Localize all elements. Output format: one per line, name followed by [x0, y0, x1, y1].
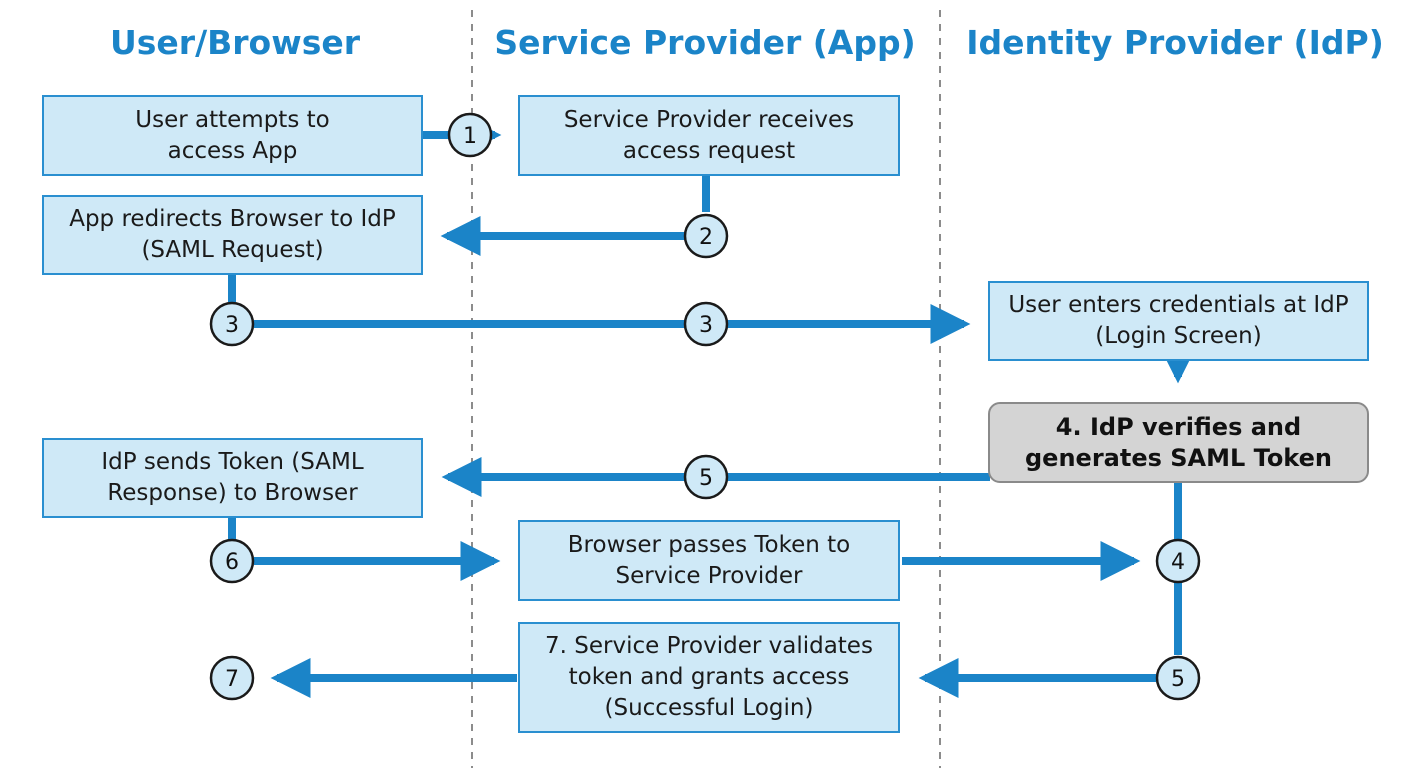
- lane-title-sp: Service Provider (App): [494, 22, 916, 62]
- box-user-enters-credentials: User enters credentials at IdP (Login Sc…: [988, 281, 1369, 361]
- step-circle-1: [447, 112, 493, 158]
- step-circle-2: [683, 213, 729, 259]
- step-label-5a: 5: [699, 466, 713, 491]
- box-idp-sends-token-text: IdP sends Token (SAML Response) to Brows…: [101, 449, 364, 506]
- box-sp-validates-text: 7. Service Provider validates token and …: [545, 633, 873, 721]
- box-idp-verifies-text: 4. IdP verifies and generates SAML Token: [1025, 412, 1332, 472]
- box-sp-receives-text: Service Provider receives access request: [563, 106, 855, 164]
- box-browser-passes-token: Browser passes Token to Service Provider: [518, 520, 900, 601]
- step-label-7: 7: [225, 667, 239, 692]
- step-circle-6: [209, 538, 255, 584]
- step-circle-3b: [683, 301, 729, 347]
- box-app-redirects: App redirects Browser to IdP (SAML Reque…: [42, 195, 423, 275]
- step-label-4: 4: [1171, 550, 1185, 575]
- step-circle-4: [1155, 538, 1201, 584]
- lane-title-user: User/Browser: [109, 22, 361, 62]
- step-label-3b: 3: [699, 313, 713, 338]
- step-circle-7: [209, 655, 255, 701]
- step-circle-5a: [683, 454, 729, 500]
- box-app-redirects-text: App redirects Browser to IdP (SAML Reque…: [69, 206, 396, 263]
- box-idp-verifies: 4. IdP verifies and generates SAML Token: [988, 402, 1369, 483]
- step-label-1: 1: [463, 124, 477, 149]
- step-circle-5b: [1155, 655, 1201, 701]
- step-label-3a: 3: [225, 313, 239, 338]
- box-user-attempts-text: User attempts to access App: [135, 106, 330, 164]
- lane-title-idp: Identity Provider (IdP): [966, 22, 1384, 62]
- box-user-attempts: User attempts to access App: [42, 95, 423, 176]
- box-sp-validates: 7. Service Provider validates token and …: [518, 622, 900, 733]
- step-label-2: 2: [699, 225, 713, 250]
- box-browser-passes-token-text: Browser passes Token to Service Provider: [567, 531, 851, 589]
- step-label-6: 6: [225, 550, 239, 575]
- box-user-enters-credentials-text: User enters credentials at IdP (Login Sc…: [1008, 292, 1349, 349]
- box-sp-receives: Service Provider receives access request: [518, 95, 900, 176]
- step-circle-3a: [209, 301, 255, 347]
- step-label-5b: 5: [1171, 667, 1185, 692]
- box-idp-sends-token: IdP sends Token (SAML Response) to Brows…: [42, 438, 423, 518]
